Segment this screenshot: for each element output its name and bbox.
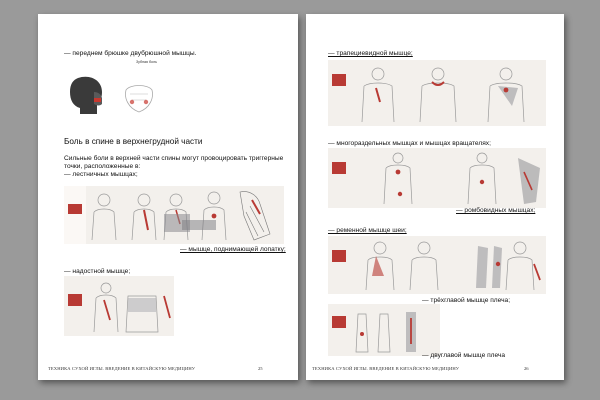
list-item: — двуглавой мышце плеча (422, 352, 506, 359)
list-item: — ромбовидных мышцах; (456, 207, 536, 214)
footer-text: ТЕХНИКА СУХОЙ ИГЛЫ. ВВЕДЕНИЕ В КИТАЙСКУЮ… (48, 366, 196, 371)
document-page-left: — переднем брюшке двубрюшной мышцы. Зубн… (38, 14, 298, 380)
trapezius-figure (328, 60, 546, 126)
splenius-triceps-figure (328, 236, 546, 294)
page-number: 25 (258, 366, 263, 371)
jaw-illustration (120, 80, 158, 118)
list-item: — надостной мышце; (64, 268, 131, 275)
list-item: — трапециевидной мышце; (328, 50, 413, 57)
paragraph-line: Сильные боли в верхней части спины могут… (64, 155, 284, 162)
list-item: — мышце, поднимающей лопатку; (180, 246, 286, 253)
head-illustration (64, 74, 110, 118)
supraspinatus-figure (64, 276, 174, 336)
multifidus-figure (328, 148, 546, 208)
page-number: 26 (524, 366, 529, 371)
figure-caption: Зубная боль (136, 60, 157, 64)
list-item: — трёхглавой мышце плеча; (422, 297, 511, 304)
text-line: — переднем брюшке двубрюшной мышцы. (64, 50, 197, 57)
paragraph-line: точки, расположенные в: (64, 163, 141, 170)
list-item: — многораздельных мышцах и мышцах вращат… (328, 140, 491, 147)
document-page-right: — трапециевидной мышце; — многораздельны… (306, 14, 564, 380)
footer-text: ТЕХНИКА СУХОЙ ИГЛЫ. ВВЕДЕНИЕ В КИТАЙСКУЮ… (312, 366, 460, 371)
section-heading: Боль в спине в верхнегрудной части (64, 137, 203, 146)
scalene-figure (64, 186, 284, 244)
list-item: — лестничных мышцах; (64, 171, 138, 178)
list-item: — ременной мышце шеи; (328, 227, 407, 234)
biceps-figure (328, 304, 440, 356)
